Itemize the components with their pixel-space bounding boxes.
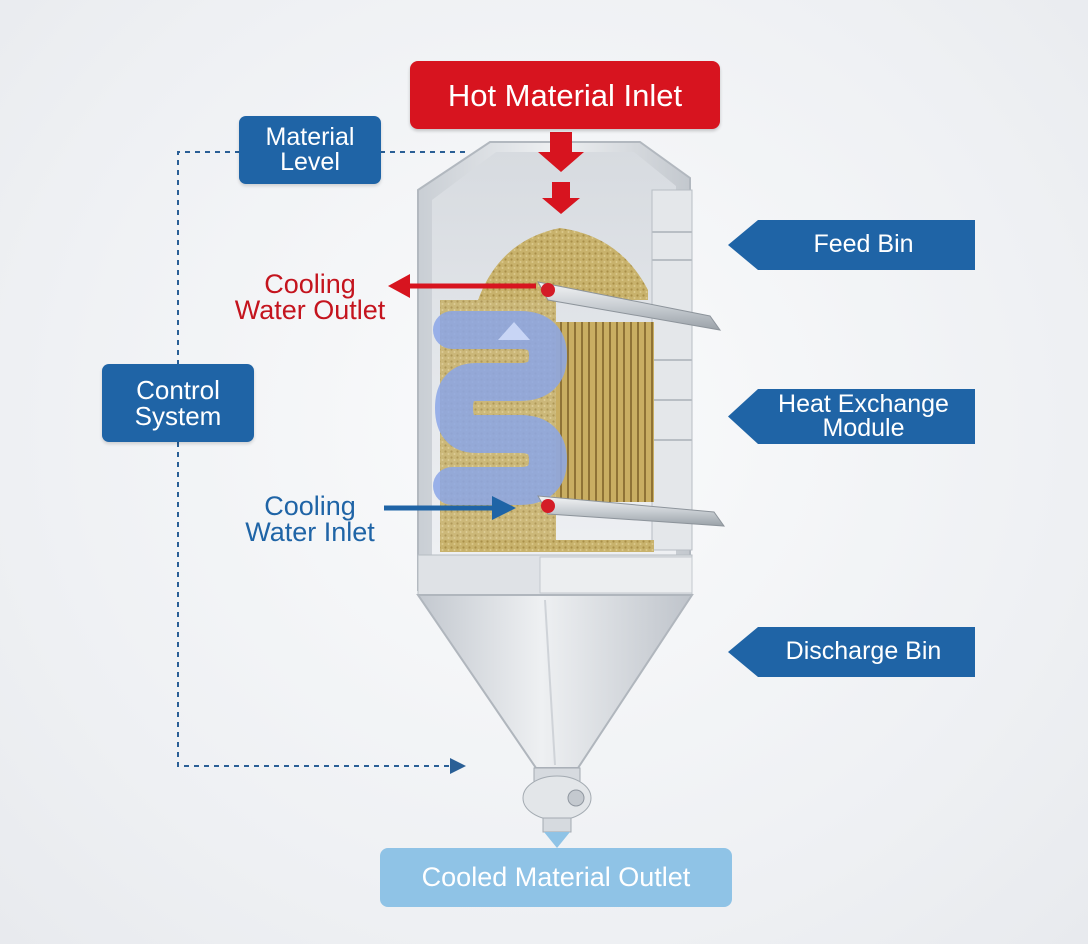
- hot-material-inlet-text: Hot Material Inlet: [447, 77, 683, 113]
- cooling-water-outlet-line2: Water Outlet: [234, 295, 386, 325]
- cooled-material-outlet-text: Cooled Material Outlet: [421, 862, 691, 892]
- outlet-arrow-icon: [544, 832, 570, 848]
- material-level-line1: Material: [265, 123, 355, 151]
- heat-exchange-module-line1: Heat Exchange: [778, 389, 949, 418]
- heat-exchange-module-line2: Module: [822, 413, 905, 442]
- control-system-line2: System: [134, 401, 222, 431]
- heat-exchange-module-tag: Heat Exchange Module: [728, 389, 975, 444]
- heat-exchange-fins: [556, 322, 654, 502]
- material-pile: [478, 228, 648, 300]
- hot-material-inlet-label: Hot Material Inlet: [410, 61, 720, 129]
- cooling-water-inlet-label: Cooling Water Inlet: [222, 491, 398, 547]
- cooling-water-outlet-line1: Cooling: [264, 269, 356, 299]
- control-system-line1: Control: [136, 375, 220, 405]
- cooled-material-outlet-label: Cooled Material Outlet: [380, 848, 732, 907]
- discharge-bin-text: Discharge Bin: [785, 637, 942, 666]
- material-level-label: Material Level: [239, 116, 381, 184]
- inlet-arrows-icon: [538, 132, 584, 214]
- feed-bin-text: Feed Bin: [813, 230, 914, 259]
- discharge-bin-tag: Discharge Bin: [728, 627, 975, 677]
- cooling-water-outlet-arrow-icon: [388, 274, 536, 298]
- control-signal-lines: [177, 151, 470, 774]
- control-system-label: Control System: [102, 364, 254, 442]
- water-flow-path: [433, 311, 568, 505]
- cooling-water-inlet-arrow-icon: [384, 496, 516, 520]
- cooling-water-inlet-line1: Cooling: [264, 491, 356, 521]
- header-pipes: [537, 281, 726, 527]
- feed-bin-tag: Feed Bin: [728, 220, 975, 270]
- cooling-water-outlet-label: Cooling Water Outlet: [210, 269, 410, 325]
- discharge-cone: [416, 594, 694, 769]
- material-level-line2: Level: [280, 148, 340, 176]
- discharge-valve: [522, 767, 592, 833]
- cooling-water-inlet-line2: Water Inlet: [245, 517, 375, 547]
